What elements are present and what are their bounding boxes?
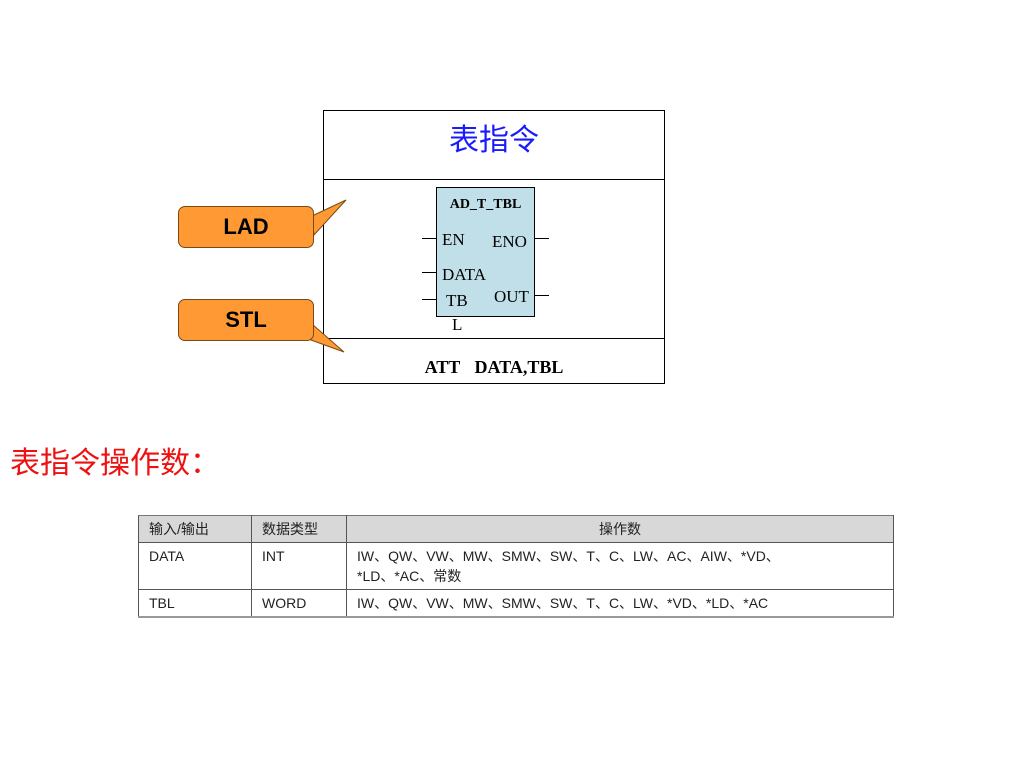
wire-eno: [535, 238, 549, 239]
header-operands: 操作数: [346, 515, 894, 543]
header-type: 数据类型: [251, 515, 347, 543]
input-data-label: DATA: [442, 265, 486, 284]
input-en-label: EN: [442, 230, 465, 249]
stl-code: ATT DATA,TBL: [424, 357, 564, 377]
input-tbl-label: TB: [446, 291, 468, 310]
divider-bottom: [324, 338, 664, 339]
lad-callout: LAD: [178, 206, 314, 248]
lad-function-block: AD_T_TBL EN DATA TB ENO OUT: [436, 187, 535, 317]
block-name: AD_T_TBL: [449, 197, 522, 212]
input-tbl-label-wrap: L: [452, 315, 463, 334]
cell-type: INT: [251, 542, 347, 590]
instruction-title: 表指令: [449, 123, 539, 158]
header-io: 输入/输出: [138, 515, 252, 543]
table-header-row: 输入/输出 数据类型 操作数: [138, 515, 894, 543]
output-out-label: OUT: [494, 287, 529, 306]
wire-en: [422, 238, 436, 239]
stl-callout: STL: [178, 299, 314, 341]
wire-data: [422, 272, 436, 273]
operand-table: 输入/输出 数据类型 操作数 DATA INT IW、QW、VW、MW、SMW、…: [138, 515, 894, 618]
table-row: TBL WORD IW、QW、VW、MW、SMW、SW、T、C、LW、*VD、*…: [138, 589, 894, 617]
cell-type: WORD: [251, 589, 347, 617]
cell-operands: IW、QW、VW、MW、SMW、SW、T、C、LW、*VD、*LD、*AC: [346, 589, 894, 617]
wire-out: [535, 295, 549, 296]
cell-io: DATA: [138, 542, 252, 590]
cell-operands: IW、QW、VW、MW、SMW、SW、T、C、LW、AC、AIW、*VD、 *L…: [346, 542, 894, 590]
operands-heading: 表指令操作数：: [10, 446, 220, 481]
operands-line: *LD、*AC、常数: [357, 568, 462, 584]
divider-top: [324, 179, 664, 180]
output-eno-label: ENO: [492, 232, 527, 251]
table-row: DATA INT IW、QW、VW、MW、SMW、SW、T、C、LW、AC、AI…: [138, 542, 894, 590]
operands-line: IW、QW、VW、MW、SMW、SW、T、C、LW、AC、AIW、*VD、: [357, 548, 780, 564]
wire-tbl: [422, 299, 436, 300]
cell-io: TBL: [138, 589, 252, 617]
